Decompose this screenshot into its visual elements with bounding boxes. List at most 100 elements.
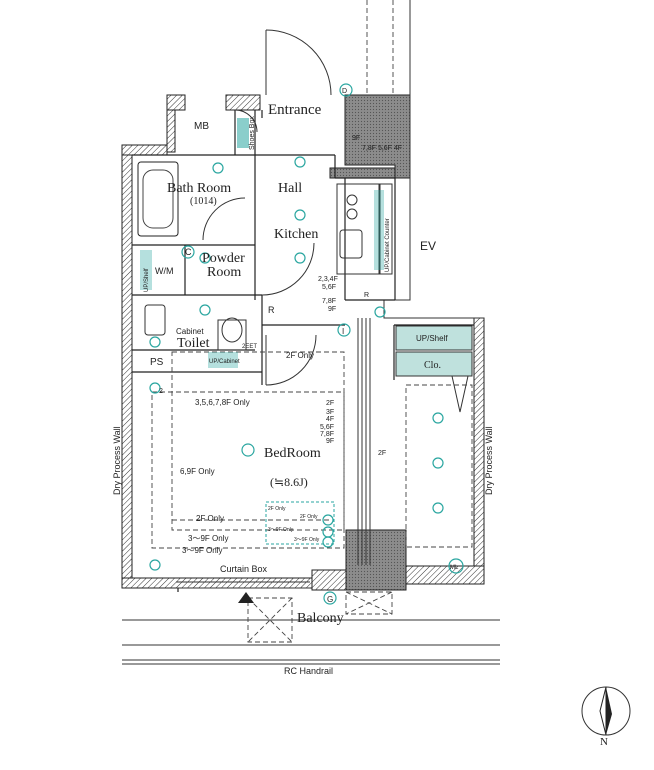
ceiling-light-icon <box>294 209 306 221</box>
mb-label: MB <box>194 121 209 132</box>
symbol-d: D <box>342 88 347 95</box>
entrance-arrow-icon <box>238 592 254 603</box>
shelf-fill <box>140 250 152 290</box>
toilet-fixture <box>144 304 247 351</box>
bed-right-9f: 9F <box>326 438 334 445</box>
curtain-box-label: Curtain Box <box>220 564 268 574</box>
door-2f-only-note: 2F Only <box>286 351 314 360</box>
outlet-icon <box>374 306 386 318</box>
ceiling-light-icon <box>212 162 224 174</box>
bath-room-label: Bath Room <box>167 181 231 196</box>
outlet-icon <box>181 245 195 259</box>
ps-label: PS <box>150 357 164 368</box>
ceiling-light-icon <box>432 412 444 424</box>
outlet-icon <box>322 514 334 526</box>
bed-bottom-2f-note: 2F Only <box>196 514 224 523</box>
up-cabinet-counter-label: UP/Cabinet Counter <box>385 218 391 272</box>
kitchen-floor-note-b: 5,6F <box>322 284 336 291</box>
shoes-box-fill <box>237 118 249 148</box>
closet-label: Clo. <box>424 360 441 371</box>
kitchen-floor-note-a: 2,3,4F <box>318 276 338 283</box>
outlet-icon <box>322 526 334 538</box>
symbol-ml: ML <box>450 565 459 571</box>
bed-right-78f: 7,8F <box>320 431 334 438</box>
hall-label: Hall <box>278 181 302 196</box>
symbol-c: C <box>185 247 192 257</box>
symbol-i: I <box>342 327 344 336</box>
fixture-icons <box>140 83 464 605</box>
wm-label: W/M <box>155 266 174 276</box>
bed-top-note: 3,5,6,7,8F Only <box>195 398 250 407</box>
bed-right-56f: 5,6F <box>320 424 334 431</box>
entrance-label: Entrance <box>268 102 322 118</box>
balcony-area <box>122 581 500 665</box>
powder-room-label-1: Powder <box>202 251 245 266</box>
bath-size-label: (1014) <box>190 196 217 207</box>
ceiling-light-icon <box>432 502 444 514</box>
multi-light-icon <box>448 558 464 574</box>
kitchen-counter <box>336 183 393 275</box>
kitchen-floor-note-c: 7,8F <box>322 298 336 305</box>
bed-far-2f: 2F <box>378 450 386 457</box>
shoes-box-label: Shoes Box <box>249 116 256 150</box>
rc-handrail-label: RC Handrail <box>284 666 333 676</box>
bed-right-2f: 2F <box>326 400 334 407</box>
ceiling-light-icon <box>199 252 211 264</box>
bed-right-4f: 4F <box>326 416 334 423</box>
ev-floor-note-b: 7,8F 5,6F 4F <box>362 145 402 152</box>
teal-39-a: 3～9F Only <box>268 527 294 533</box>
symbol-r: R <box>268 305 275 315</box>
ceiling-light-icon <box>294 156 306 168</box>
cabinet-fill <box>208 352 238 368</box>
teal-2f-only-a: 2F Only <box>268 506 286 512</box>
ev-outline <box>357 0 484 565</box>
teal-39-b: 3～9F Only <box>294 537 320 543</box>
counter-fill <box>374 190 384 270</box>
doorbell-icon <box>339 83 353 97</box>
bedroom-size-label: (≒8.6J) <box>270 475 308 489</box>
teal-2f-only-b: 2F Only <box>300 514 318 520</box>
bed-right-3f: 3F <box>326 409 334 416</box>
outlet-icon <box>322 536 334 548</box>
bedroom-dashes <box>151 351 473 549</box>
outlet-icon <box>149 336 161 348</box>
ev-floor-note-a: 9F <box>352 135 360 142</box>
cabinet-label: Cabinet <box>176 327 204 336</box>
outlet-icon <box>149 559 161 571</box>
balcony-label: Balcony <box>297 611 344 626</box>
ev-label: EV <box>420 239 436 253</box>
outlet-icon <box>149 382 161 394</box>
up-cabinet-label: UP/Cabinet <box>209 359 240 365</box>
closet <box>395 325 473 413</box>
bathtub <box>137 161 179 237</box>
interior-walls <box>132 110 474 592</box>
north-label: N <box>600 736 608 748</box>
r-mark: R <box>364 292 369 299</box>
two-eet-label: 2EET <box>242 344 257 350</box>
ceiling-light-icon <box>199 304 211 316</box>
symbol-two: 2 <box>159 388 163 395</box>
doors <box>202 29 332 386</box>
bed-bottom-39-note-a: 3～9F Only <box>188 534 228 543</box>
dry-wall-left-label: Dry Process Wall <box>112 426 122 495</box>
up-shelf-label: UP/Shelf <box>416 334 448 343</box>
ceiling-light-icon <box>294 252 306 264</box>
kitchen-label: Kitchen <box>274 227 318 242</box>
symbol-g: G <box>327 595 333 604</box>
up-shelf-left-label: UP/Shelf <box>144 268 150 292</box>
powder-room-label-2: Room <box>207 265 241 280</box>
bed-left-note: 6,9F Only <box>180 467 215 476</box>
bed-bottom-39-note-b: 3～9F Only <box>182 546 222 555</box>
dry-wall-right-label: Dry Process Wall <box>484 426 494 495</box>
toilet-label: Toilet <box>177 336 210 351</box>
bedroom-label: BedRoom <box>264 446 321 461</box>
ceiling-light-icon <box>432 457 444 469</box>
kitchen-floor-note-d: 9F <box>328 306 336 313</box>
ev-shaft <box>311 94 411 591</box>
labels: Entrance MB Shoes Box Bath Room (1014) H… <box>112 88 608 748</box>
north-compass <box>581 686 631 736</box>
intercom-icon <box>337 323 351 337</box>
gas-icon <box>323 591 337 605</box>
ceiling-light-icon <box>241 443 255 457</box>
